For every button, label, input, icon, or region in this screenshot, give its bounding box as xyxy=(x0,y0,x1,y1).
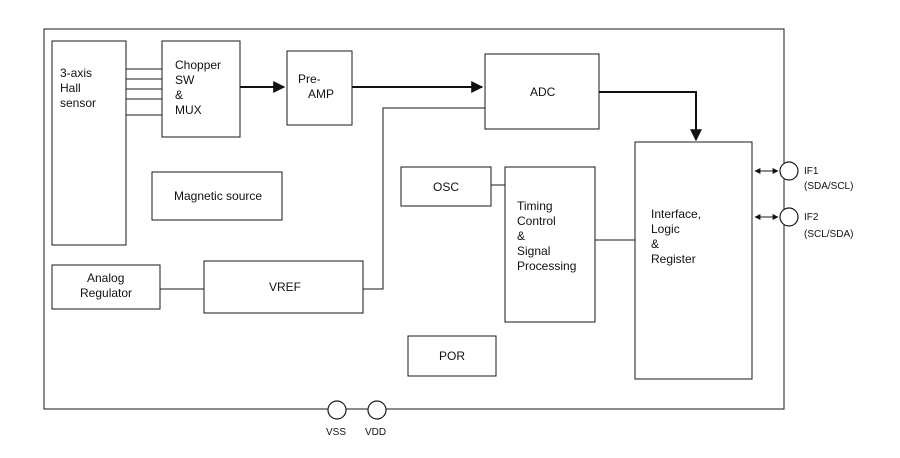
hall-sensor-label-3: sensor xyxy=(60,96,96,110)
adc-label: ADC xyxy=(530,85,556,99)
interface-label-3: & xyxy=(651,237,659,251)
vss-pin-label: VSS xyxy=(326,427,346,438)
sensor-chopper-wires xyxy=(126,68,162,116)
timing-label-2: Control xyxy=(517,214,556,228)
vref-label: VREF xyxy=(269,280,301,294)
timing-label-1: Timing xyxy=(517,199,553,213)
preamp-label-1: Pre- xyxy=(298,72,321,86)
interface-label-1: Interface, xyxy=(651,207,701,221)
timing-label-4: Signal xyxy=(517,244,550,258)
if2-pin xyxy=(779,207,799,227)
chopper-label-1: Chopper xyxy=(175,58,221,72)
magnetic-source-label: Magnetic source xyxy=(174,189,262,203)
vss-pin xyxy=(327,400,347,420)
analog-regulator-block: Analog Regulator xyxy=(51,264,161,310)
vdd-pin xyxy=(367,400,387,420)
osc-block: OSC xyxy=(400,166,492,207)
if1-pin-sublabel: (SDA/SCL) xyxy=(804,181,853,192)
if1-pin xyxy=(779,161,799,181)
analog-regulator-label-1: Analog xyxy=(87,271,124,285)
if2-pin-sublabel: (SCL/SDA) xyxy=(804,229,853,240)
preamp-block: Pre- AMP xyxy=(286,50,353,126)
magnetic-source-block: Magnetic source xyxy=(151,171,283,221)
interface-logic-register-block: Interface, Logic & Register xyxy=(634,141,753,380)
vref-to-adc-wire xyxy=(363,107,485,290)
hall-sensor-block: 3-axis Hall sensor xyxy=(51,40,127,246)
hall-sensor-label-1: 3-axis xyxy=(60,66,92,80)
chopper-label-4: MUX xyxy=(175,103,202,117)
adc-to-interface-arrow xyxy=(599,91,702,142)
chopper-label-3: & xyxy=(175,88,183,102)
por-label: POR xyxy=(439,349,465,363)
interface-label-4: Register xyxy=(651,252,696,266)
chopper-label-2: SW xyxy=(175,73,195,87)
timing-label-5: Processing xyxy=(517,259,576,273)
hall-sensor-label-2: Hall xyxy=(60,81,81,95)
if2-pin-label: IF2 xyxy=(804,212,819,223)
analog-regulator-label-2: Regulator xyxy=(80,286,132,300)
interface-label-2: Logic xyxy=(651,222,680,236)
adc-block: ADC xyxy=(484,53,600,130)
timing-label-3: & xyxy=(517,229,525,243)
por-block: POR xyxy=(407,335,497,377)
preamp-label-2: AMP xyxy=(308,87,334,101)
if1-pin-label: IF1 xyxy=(804,166,819,177)
chopper-mux-block: Chopper SW & MUX xyxy=(161,40,241,138)
timing-control-block: Timing Control & Signal Processing xyxy=(504,166,596,323)
osc-label: OSC xyxy=(433,180,459,194)
vdd-pin-label: VDD xyxy=(365,427,386,438)
vref-block: VREF xyxy=(203,260,364,314)
